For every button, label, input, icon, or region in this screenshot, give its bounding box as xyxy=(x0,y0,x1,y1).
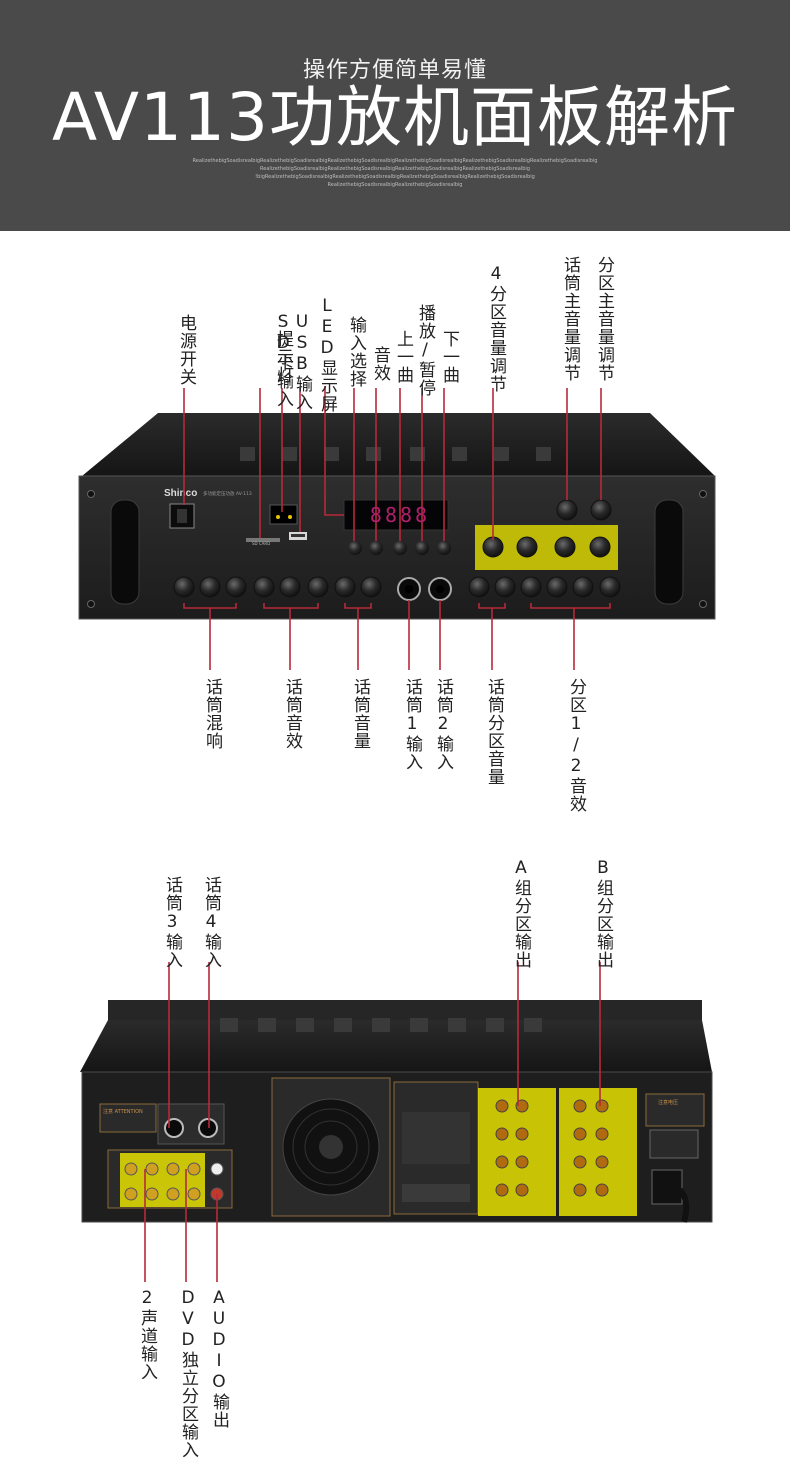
tagline-line-1: RealizethebigSoadisrealbigRealizethebigS… xyxy=(192,158,598,164)
label-audio-output: AUDIO输出 xyxy=(209,1288,229,1429)
label-power-switch: 电源开关 xyxy=(176,314,196,386)
label-input-select: 输入选择 xyxy=(346,316,366,388)
label-sound-effect: 音效 xyxy=(370,346,390,382)
tagline-line-2: RealizethebigSoadisrealbigRealizethebigS… xyxy=(260,166,530,172)
label-dvd-zone-input: DVD独立分区输入 xyxy=(178,1288,198,1459)
label-play-pause: 播放/暂停 xyxy=(415,304,435,397)
front-bottom-leader-lines xyxy=(209,600,575,670)
label-prev-track: 上一曲 xyxy=(393,330,413,384)
brand-logo: Shinco xyxy=(164,488,197,499)
header-banner: 操作方便简单易懂 AV113功放机面板解析 RealizethebigSoadi… xyxy=(0,0,790,231)
rear-attention-label: 注意 ATTENTION xyxy=(103,1108,143,1115)
tagline-line-4: RealizethebigSoadisrealbigRealizethebigS… xyxy=(327,182,463,188)
rear-device-top xyxy=(80,1000,712,1072)
front-top-leader-lines xyxy=(183,386,602,541)
label-mic-reverb: 话筒混响 xyxy=(202,678,222,750)
label-next-track: 下一曲 xyxy=(439,330,459,384)
label-indicator-light: 提示灯 xyxy=(273,330,293,384)
svg-text:多功能定压功放 AV-113: 多功能定压功放 AV-113 xyxy=(203,490,252,497)
label-zone12-effect: 分区1/2音效 xyxy=(566,678,586,813)
label-sd-input: SD卡输入 xyxy=(273,312,293,408)
label-mic-volume: 话筒音量 xyxy=(350,678,370,750)
rear-device-panel: 注意 ATTENTION xyxy=(81,1071,713,1223)
rear-leader-lines xyxy=(144,962,601,1282)
tagline-line-3: !bigRealizethebigSoadisrealbigRealizethe… xyxy=(255,174,535,180)
label-usb-input: USB输入 xyxy=(292,312,312,411)
label-zone-master-volume: 分区主音量调节 xyxy=(594,256,614,382)
label-mic2-input: 话筒2输入 xyxy=(433,678,453,771)
label-mic1-input: 话筒1输入 xyxy=(402,678,422,771)
sd-card-label: SD CARD xyxy=(252,541,271,546)
label-group-b-output: B组分区输出 xyxy=(593,858,613,969)
label-mic-effect: 话筒音效 xyxy=(282,678,302,750)
label-stereo-input: 2声道输入 xyxy=(137,1288,157,1381)
label-mic4-input: 话筒4输入 xyxy=(201,876,221,969)
label-group-a-output: A组分区输出 xyxy=(511,858,531,969)
label-sd-indicator: SD卡输入 xyxy=(251,312,293,408)
label-mic-master-volume: 话筒主音量调节 xyxy=(560,256,580,382)
led-display-digits: 8888 xyxy=(369,503,431,527)
label-zone4-volume: 4分区音量调节 xyxy=(486,264,506,393)
label-mic-zone-volume: 话筒分区音量 xyxy=(484,678,504,786)
page-title: AV113功放机面板解析 xyxy=(51,79,739,156)
label-mic3-input: 话筒3输入 xyxy=(162,876,182,969)
front-device-faceplate: Shinco 多功能定压功放 AV-113 xyxy=(78,475,716,620)
header-subtitle: 操作方便简单易懂 xyxy=(302,58,487,83)
label-led-display: LED显示屏 xyxy=(317,296,337,413)
rear-power-notice: 注意电压 xyxy=(658,1099,678,1106)
front-device-top xyxy=(82,413,715,476)
